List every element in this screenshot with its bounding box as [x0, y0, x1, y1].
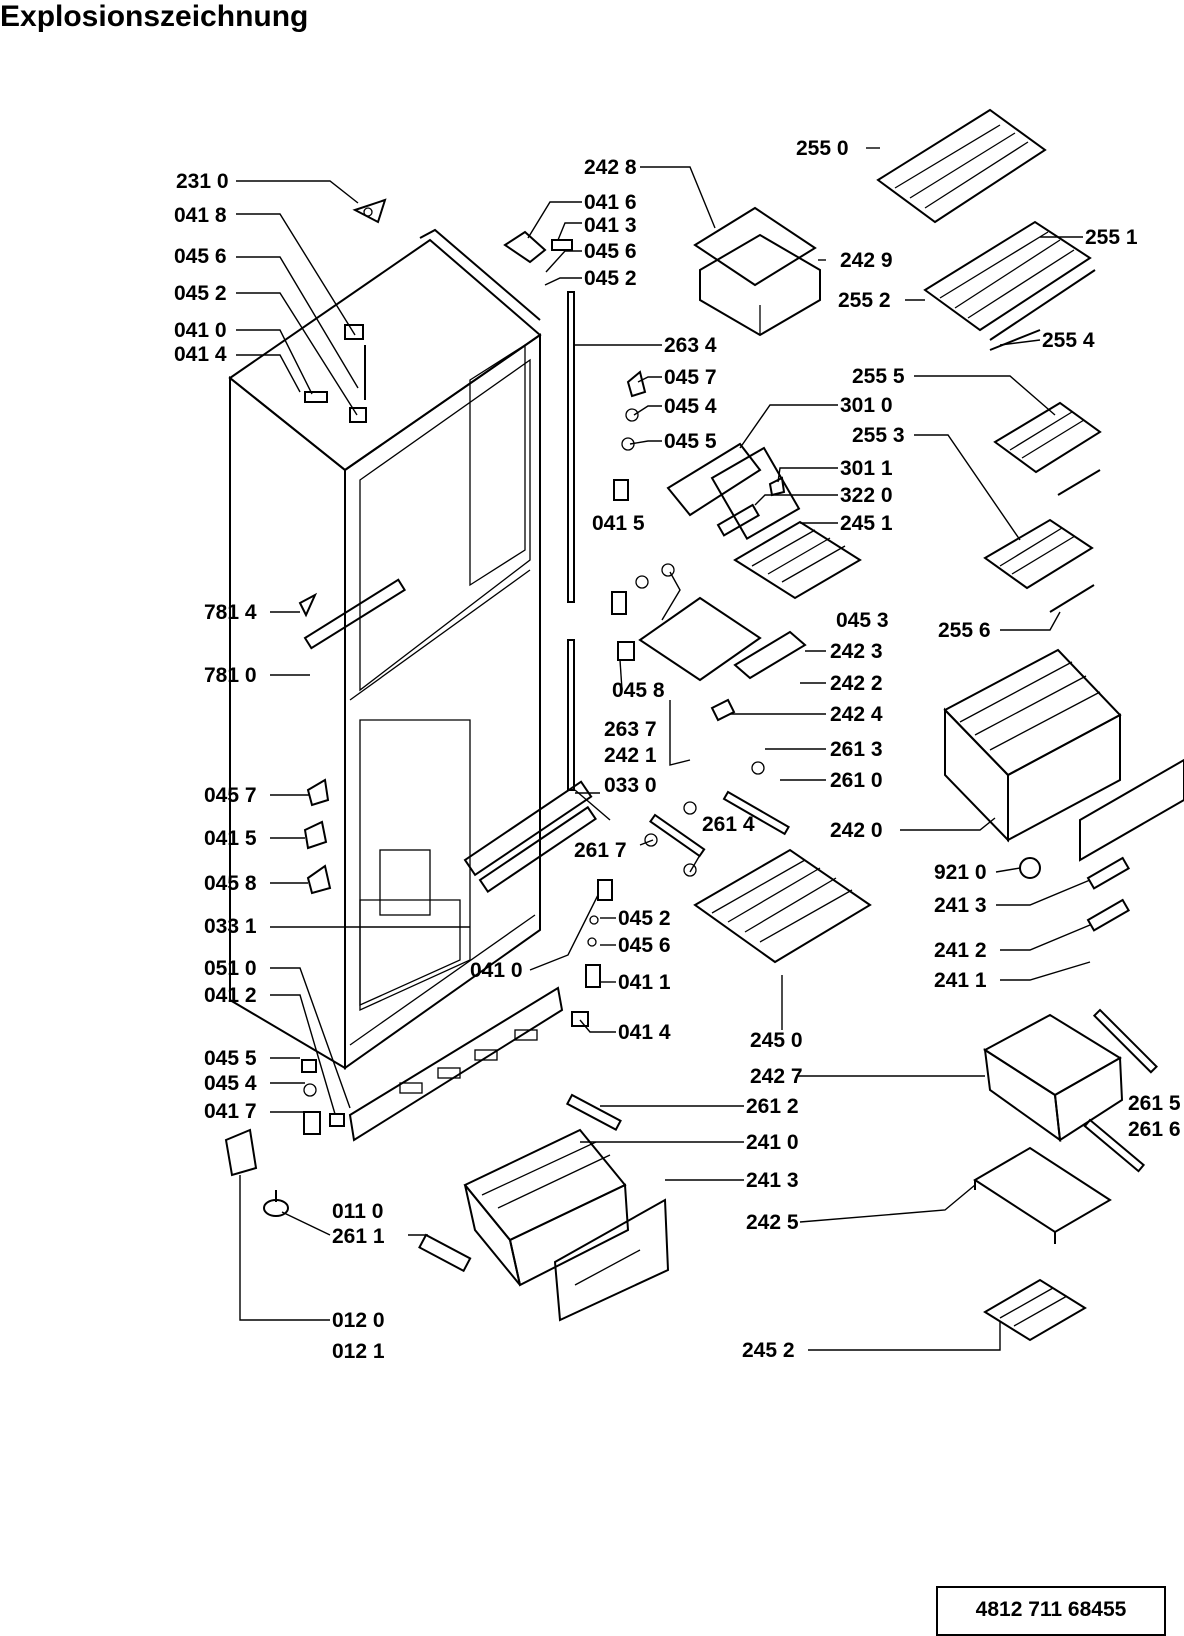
- callout-label: 263 4: [664, 334, 717, 357]
- callout-label: 045 6: [584, 240, 637, 263]
- callout-label: 011 0: [332, 1200, 383, 1223]
- callout-label: 033 1: [204, 915, 257, 938]
- callout-label: 242 1: [604, 744, 657, 767]
- page-title: Explosionszeichnung: [0, 0, 309, 33]
- callout-label: 033 0: [604, 774, 657, 797]
- callout-label: 245 1: [840, 512, 893, 535]
- callout-label: 241 3: [746, 1169, 799, 1192]
- callout-label: 781 4: [204, 601, 257, 624]
- callout-label: 255 4: [1042, 329, 1095, 352]
- callout-label: 261 4: [702, 813, 755, 836]
- callout-label: 041 0: [174, 319, 227, 342]
- callout-label: 041 2: [204, 984, 257, 1007]
- callout-label: 242 2: [830, 672, 883, 695]
- callout-label: 045 2: [584, 267, 637, 290]
- callout-label: 242 5: [746, 1211, 799, 1234]
- callout-label: 045 6: [174, 245, 227, 268]
- callout-label: 261 5: [1128, 1092, 1181, 1115]
- callout-label: 242 3: [830, 640, 883, 663]
- small-parts-left: [224, 198, 472, 1273]
- callout-label: 041 7: [204, 1100, 257, 1123]
- callout-label: 045 7: [664, 366, 717, 389]
- callout-label: 261 3: [830, 738, 883, 761]
- cabinet-body: [228, 228, 542, 1070]
- callout-label: 261 6: [1128, 1118, 1181, 1141]
- callout-label: 261 7: [574, 839, 627, 862]
- callout-label: 041 3: [584, 214, 637, 237]
- callout-label: 242 4: [830, 703, 883, 726]
- callout-label: 245 2: [742, 1339, 795, 1362]
- callout-label: 242 0: [830, 819, 883, 842]
- callout-label: 241 3: [934, 894, 987, 917]
- callout-label: 045 2: [618, 907, 671, 930]
- callout-label: 255 1: [1085, 226, 1138, 249]
- callout-label: 045 4: [204, 1072, 257, 1095]
- small-parts-center: [463, 230, 801, 1132]
- callout-label: 255 6: [938, 619, 991, 642]
- callout-label: 045 4: [664, 395, 717, 418]
- leader-lines: [236, 147, 1091, 1351]
- callout-label: 301 1: [840, 457, 893, 480]
- callout-label: 041 8: [174, 204, 227, 227]
- callout-label: 231 0: [176, 170, 229, 193]
- callout-label: 255 5: [852, 365, 905, 388]
- callout-label: 012 0: [332, 1309, 385, 1332]
- bottom-grille: [348, 986, 564, 1142]
- callout-label: 041 0: [470, 959, 523, 982]
- callout-label: 301 0: [840, 394, 893, 417]
- callout-label: 242 8: [584, 156, 637, 179]
- callout-label: 051 0: [204, 957, 257, 980]
- callout-label: 242 9: [840, 249, 893, 272]
- callout-label: 045 8: [204, 872, 257, 895]
- callout-label: 012 1: [332, 1340, 385, 1363]
- callout-label: 041 5: [204, 827, 257, 850]
- callout-label: 255 0: [796, 137, 849, 160]
- callout-label: 045 8: [612, 679, 665, 702]
- callout-label: 041 4: [618, 1021, 671, 1044]
- callout-label: 261 0: [830, 769, 883, 792]
- callout-label: 045 5: [664, 430, 717, 453]
- callout-label: 041 1: [618, 971, 671, 994]
- callout-label: 041 5: [592, 512, 645, 535]
- document-number-box: 4812 711 68455: [936, 1586, 1166, 1636]
- shelves: [638, 108, 1158, 1342]
- callout-label: 261 1: [332, 1225, 385, 1248]
- callout-label: 241 1: [934, 969, 987, 992]
- callout-label: 245 0: [750, 1029, 803, 1052]
- callout-label: 241 0: [746, 1131, 799, 1154]
- callout-label: 255 3: [852, 424, 905, 447]
- callout-label: 045 6: [618, 934, 671, 957]
- callout-label: 261 2: [746, 1095, 799, 1118]
- callout-label: 781 0: [204, 664, 257, 687]
- callout-label: 041 6: [584, 191, 637, 214]
- callout-label: 045 7: [204, 784, 257, 807]
- callout-label: 041 4: [174, 343, 227, 366]
- callout-label: 255 2: [838, 289, 891, 312]
- callout-label: 242 7: [750, 1065, 803, 1088]
- callout-label: 045 5: [204, 1047, 257, 1070]
- callout-label: 045 2: [174, 282, 227, 305]
- callout-labels: 231 0 041 8 045 6 045 2 041 0 041 4 781 …: [174, 137, 1181, 1363]
- containers: [463, 206, 1184, 1322]
- callout-label: 322 0: [840, 484, 893, 507]
- callout-label: 263 7: [604, 718, 657, 741]
- document-number: 4812 711 68455: [975, 1598, 1127, 1621]
- callout-label: 921 0: [934, 861, 987, 884]
- callout-label: 241 2: [934, 939, 987, 962]
- callout-label: 045 3: [836, 609, 889, 632]
